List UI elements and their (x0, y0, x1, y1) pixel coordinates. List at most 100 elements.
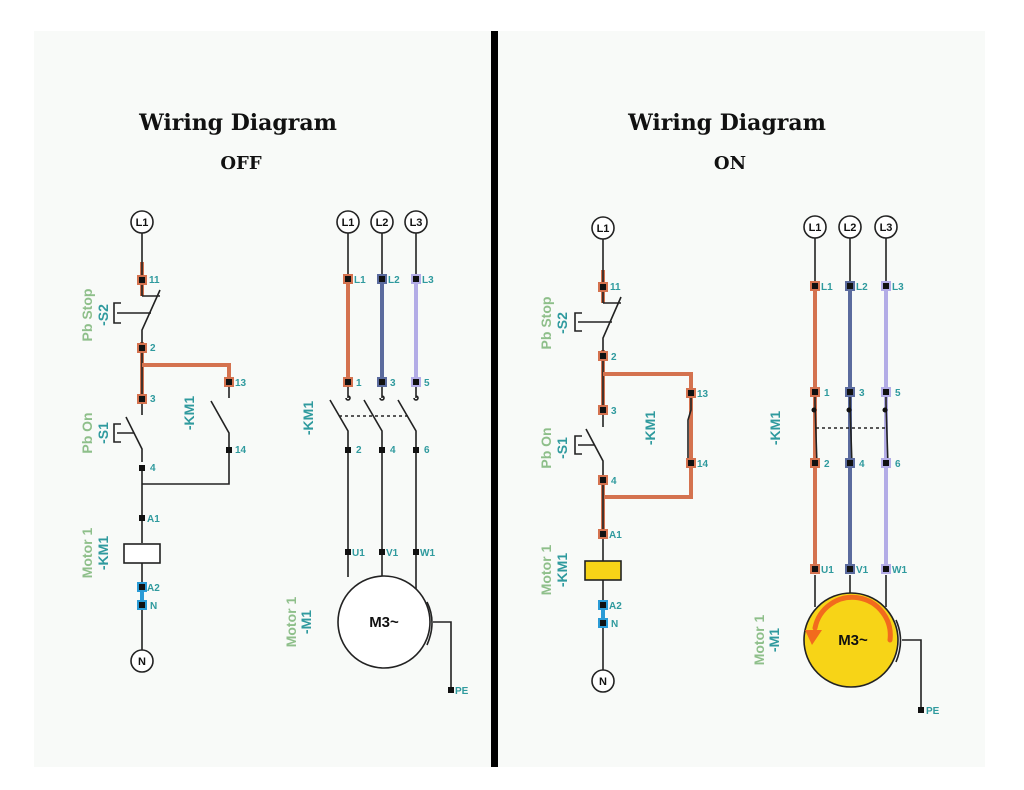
stop-pushbutton-actuator (113, 302, 151, 324)
contactor-coil-energized (584, 560, 622, 581)
start-pushbutton-actuator (113, 423, 134, 443)
terminal-a1 (139, 515, 145, 521)
power-circuit: L1 L2 L3 -KM1 L1 L2 (751, 215, 940, 717)
terminal-2 (345, 447, 351, 453)
terminal-label: 13 (235, 378, 247, 389)
terminal-label: 13 (697, 389, 709, 400)
terminal-label: 4 (390, 445, 396, 456)
panel-on: Wiring Diagram ON L1 11 Pb Stop -S2 2 (538, 110, 940, 717)
main-contact-l3 (397, 399, 417, 590)
contact-point (882, 407, 888, 413)
motor-label: M3~ (838, 632, 868, 649)
terminal-label: N (150, 601, 157, 612)
motor-earth-bracket (895, 619, 902, 663)
terminal-label: 2 (824, 459, 830, 470)
main-contact-l2 (363, 399, 383, 577)
terminal-label: W1 (420, 548, 435, 559)
terminal-label: 3 (150, 394, 156, 405)
seal-in-live-wire (603, 372, 693, 499)
terminal-label: 11 (149, 275, 160, 286)
terminal-2 (812, 460, 818, 466)
terminal-pe (448, 687, 454, 693)
aux-contact-closed (687, 392, 692, 463)
terminal-label: 6 (895, 459, 901, 470)
terminal-label: 2 (150, 343, 156, 354)
panel-divider (491, 31, 498, 767)
terminal-label: L1 (821, 282, 833, 293)
terminal-2 (600, 353, 606, 359)
terminal-label: 3 (611, 406, 617, 417)
main-contact-fixed (345, 387, 351, 401)
terminal-label: 3 (859, 388, 865, 399)
stop-button-name: Pb Stop (79, 289, 95, 342)
contactor-tag: -KM1 (767, 411, 783, 445)
terminal-l1 (345, 276, 351, 282)
motor-name: Motor 1 (751, 615, 767, 666)
rotation-arc (812, 594, 893, 643)
terminal-label: L2 (856, 282, 868, 293)
terminal-11 (600, 284, 606, 290)
control-circuit: L1 11 Pb Stop -S2 2 3 Pb On (538, 216, 709, 693)
control-circuit: L1 11 Pb Stop -S2 2 3 Pb On (79, 210, 247, 673)
contactor-coil (123, 543, 161, 564)
stop-button-tag: -S2 (554, 312, 570, 334)
terminal-label: 2 (356, 445, 362, 456)
terminal-4 (600, 477, 606, 483)
terminal-w1 (413, 549, 419, 555)
terminal-13 (688, 390, 694, 396)
terminal-a2 (139, 584, 145, 590)
terminal-v1 (379, 549, 385, 555)
start-button-tag: -S1 (554, 437, 570, 459)
power-circuit: L1 L2 L3 L1 L2 L3 1 3 (283, 210, 469, 697)
neutral-symbol (591, 669, 615, 693)
terminal-label: L2 (388, 275, 400, 286)
terminal-label: N (611, 619, 618, 630)
terminal-13 (226, 379, 232, 385)
terminal-label: A2 (147, 583, 160, 594)
motor-label: M3~ (369, 614, 399, 631)
supply-label: L2 (376, 217, 389, 229)
terminal-6 (413, 447, 419, 453)
supply-label: L1 (809, 222, 822, 234)
contact-point (811, 407, 817, 413)
panel-title: Wiring Diagram (627, 110, 826, 136)
main-contact-fixed (379, 387, 385, 401)
terminal-label: U1 (352, 548, 365, 559)
terminal-5 (883, 389, 889, 395)
main-contact-l1 (329, 399, 349, 577)
terminal-label: U1 (821, 565, 834, 576)
terminal-pe (918, 707, 924, 713)
terminal-label: L3 (892, 282, 904, 293)
aux-contact-tag: -KM1 (642, 411, 658, 445)
start-button-name: Pb On (538, 427, 554, 468)
terminal-label: 2 (611, 352, 617, 363)
main-contact-l2-closed (849, 397, 853, 467)
aux-contact-tag: -KM1 (181, 396, 197, 430)
terminal-3 (600, 407, 606, 413)
main-contact-l1-closed (814, 397, 818, 467)
neutral-symbol (130, 649, 154, 673)
stop-button-name: Pb Stop (538, 297, 554, 350)
terminal-a1 (600, 531, 606, 537)
terminal-3 (139, 396, 145, 402)
contactor-tag: -KM1 (300, 401, 316, 435)
supply-label: L2 (844, 222, 857, 234)
terminal-w1 (883, 566, 889, 572)
terminal-label: 5 (895, 388, 901, 399)
terminal-label: 1 (356, 378, 362, 389)
terminal-label: 3 (390, 378, 396, 389)
terminal-u1 (345, 549, 351, 555)
motor-tag: -M1 (766, 628, 782, 652)
live-wire (142, 363, 231, 382)
start-pushbutton-actuator (574, 435, 594, 455)
motor-symbol-running (803, 592, 899, 688)
terminal-label: 4 (611, 476, 617, 487)
supply-label: L1 (136, 217, 149, 229)
motor-symbol (337, 575, 431, 669)
motor-name: Motor 1 (283, 597, 299, 648)
motor-tag: -M1 (298, 610, 314, 634)
terminal-l2 (847, 283, 853, 289)
supply-label: L3 (880, 222, 893, 234)
stop-contact (141, 289, 161, 342)
supply-label: L1 (597, 223, 610, 235)
